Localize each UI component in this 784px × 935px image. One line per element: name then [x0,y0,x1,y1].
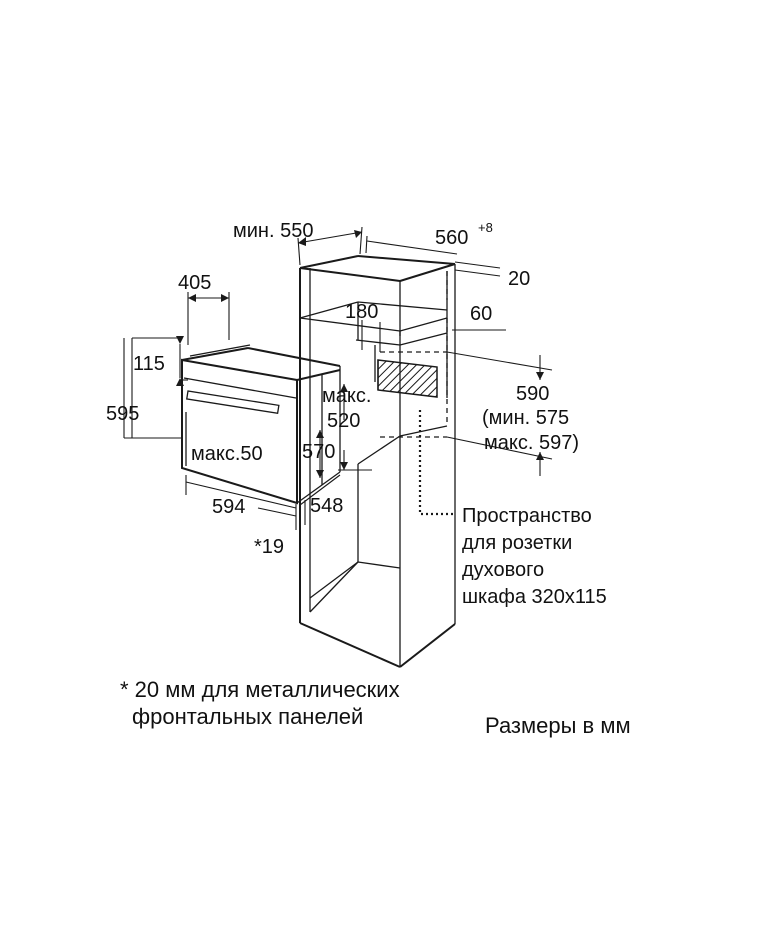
label-115: 115 [133,353,165,375]
arrowheads [176,230,544,478]
label-405: 405 [178,272,211,294]
cabinet-drawing [299,255,456,668]
socket-area-hatch [377,359,438,398]
label-star-19: *19 [254,536,284,558]
label-570: 570 [302,441,335,463]
label-180: 180 [345,301,378,323]
socket-note-line-2: для розетки [462,532,572,554]
label-520: 520 [327,410,360,432]
label-590: 590 [516,383,549,405]
socket-leader-line [418,410,456,516]
cabinet-hidden-lines [380,271,448,438]
footnote-line-1: * 20 мм для металлических [120,677,400,702]
label-20: 20 [508,268,530,290]
label-60: 60 [470,303,492,325]
label-max-50: макс.50 [191,443,263,465]
label-min-550: мин. 550 [233,220,313,242]
label-595: 595 [106,403,139,425]
footnote: * 20 мм для металлических фронтальных па… [120,677,400,729]
label-max-597: макс. 597) [484,432,579,454]
socket-note: Пространство для розетки духового шкафа … [462,505,607,608]
label-560-tolerance: +8 [478,220,493,235]
label-min-575: (мин. 575 [482,407,569,429]
oven-drawing [181,344,341,505]
footnote-line-2: фронтальных панелей [132,704,363,729]
units-note: Размеры в мм [485,713,631,738]
label-max-top: макс. [322,385,371,407]
socket-note-line-1: Пространство [462,505,592,527]
dimension-labels: мин. 550 560 +8 20 405 180 60 115 595 ма… [106,220,579,558]
dimension-lines [123,226,553,530]
socket-note-line-3: духового [462,559,544,581]
label-594: 594 [212,496,245,518]
socket-note-line-4: шкафа 320x115 [462,586,607,608]
label-560: 560 [435,227,468,249]
label-548: 548 [310,495,343,517]
